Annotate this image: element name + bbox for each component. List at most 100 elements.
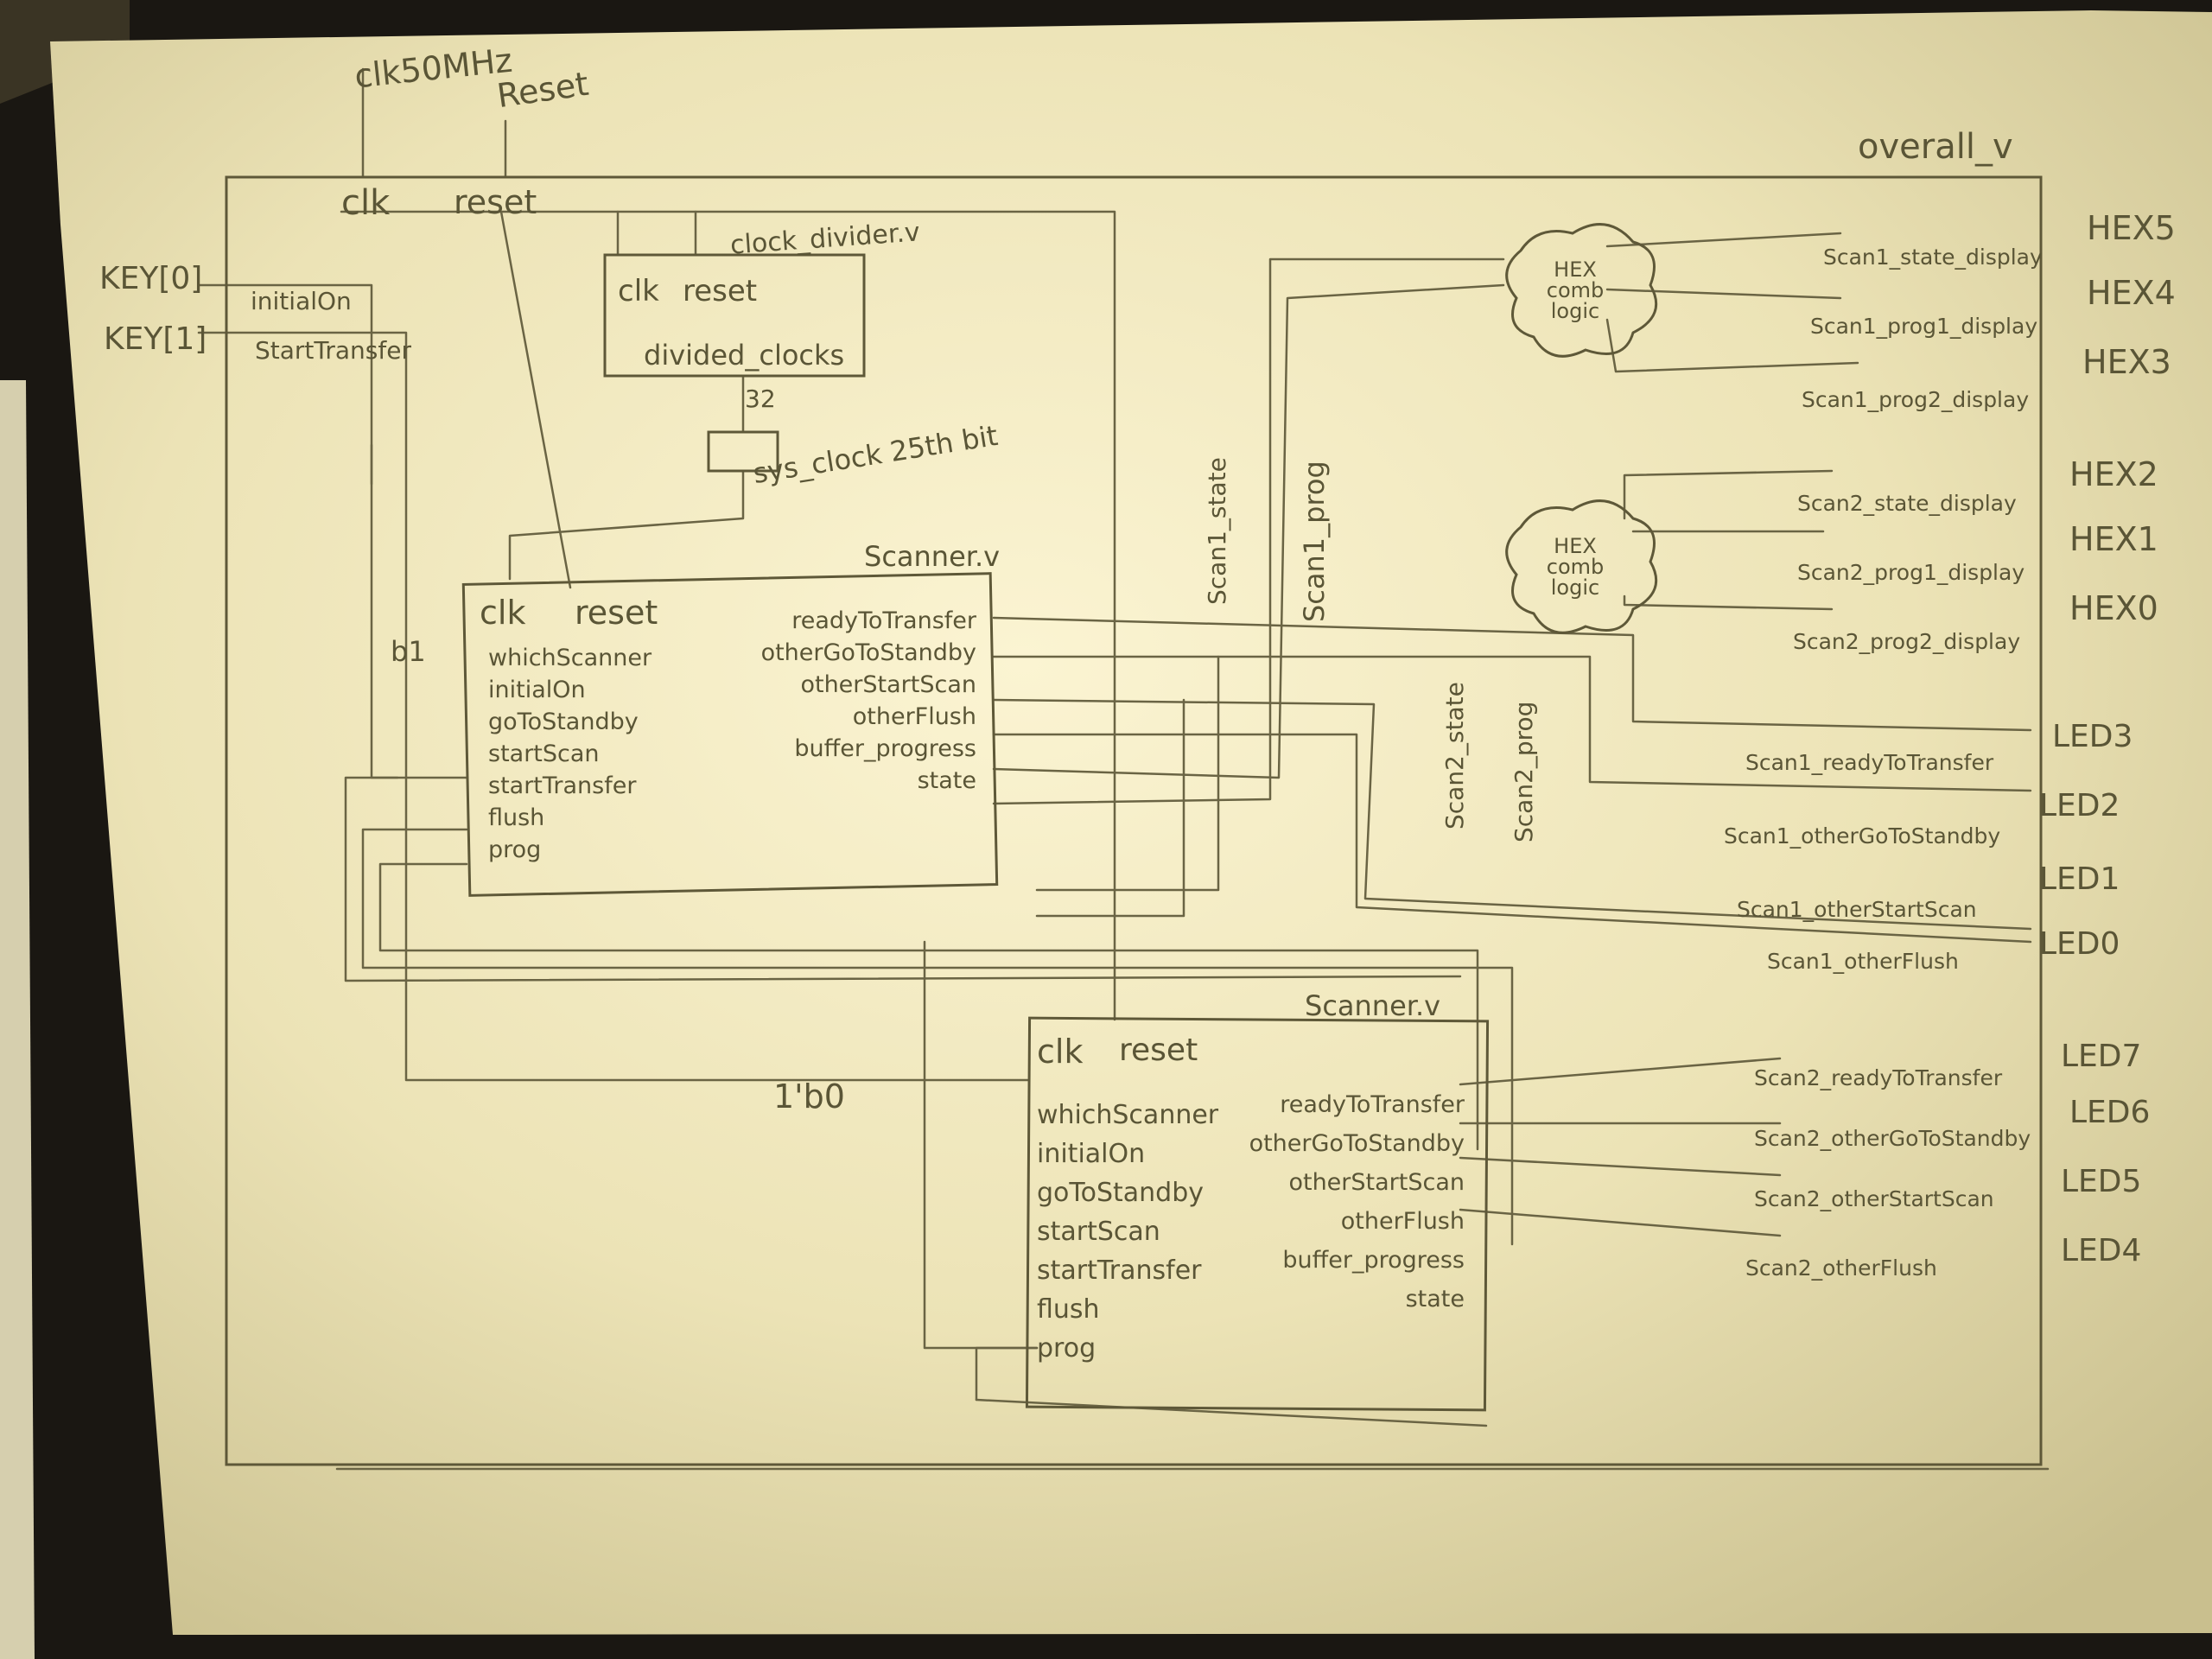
wire-3 <box>499 210 572 589</box>
wire-31 <box>361 828 1514 1246</box>
wire-2 <box>340 210 1116 1021</box>
wire-11 <box>992 616 2032 732</box>
scanner1-reset-port: reset <box>575 594 658 632</box>
scanner2-in-port-4: goToStandby <box>1037 1178 1205 1208</box>
led-signal-5: Scan2_otherGoToStandby <box>1754 1126 2031 1151</box>
scanner1-in-port-4: goToStandby <box>488 709 639 735</box>
wire-23 <box>1459 1057 1782 1086</box>
led-signal-7: Scan2_otherFlush <box>1745 1255 1937 1281</box>
wire-27 <box>975 1398 1488 1427</box>
wire-26 <box>1459 1208 1782 1237</box>
hex-logic-label-1: HEX comb logic <box>1546 257 1605 323</box>
led-signal-0: Scan1_readyToTransfer <box>1745 750 1994 775</box>
scanner1-in-port-6: startTransfer <box>488 772 637 799</box>
hex-output-3: HEX2 <box>2069 455 2158 493</box>
scanner1-in-port-7: flush <box>488 804 545 831</box>
scanner1-box <box>461 572 999 897</box>
scanner1-out-port-0: readyToTransfer <box>791 607 976 634</box>
hex-logic-label-2: HEX comb logic <box>1546 534 1605 600</box>
scanner1-in-port-8: prog <box>488 836 542 863</box>
scanner2-in-port-7: flush <box>1037 1294 1100 1325</box>
wire-20 <box>1623 469 1834 520</box>
key1-input-label: KEY[1] <box>104 321 207 357</box>
wire-18 <box>1605 288 1842 300</box>
scanner1-out-port-2: otherStartScan <box>800 671 976 698</box>
led-output-7: LED4 <box>2061 1233 2142 1268</box>
hex-signal-5: Scan2_prog2_display <box>1793 629 2021 654</box>
led-signal-3: Scan1_otherFlush <box>1767 949 1959 974</box>
wire-15 <box>992 283 1505 779</box>
led-output-1: LED2 <box>2039 788 2120 823</box>
wire-22 <box>1623 594 1834 611</box>
scanner1-out-port-1: otherGoToStandby <box>760 639 976 666</box>
wire-32 <box>378 862 1479 1151</box>
scanner1-whichscanner-value: b1 <box>391 635 426 668</box>
scanner2-out-port-1: otherGoToStandby <box>1249 1130 1465 1157</box>
scanner1-in-port-2: whichScanner <box>488 645 652 671</box>
hex-signal-4: Scan2_prog1_display <box>1797 560 2025 585</box>
wire-16 <box>992 257 1505 805</box>
wire-7 <box>197 331 1030 1082</box>
scanner1-in-port-3: initialOn <box>488 677 586 703</box>
hex-output-5: HEX0 <box>2069 589 2158 627</box>
wire-9 <box>508 469 745 581</box>
top-module-name: overall_v <box>1858 127 2013 167</box>
hex-logic-cloud-2 <box>1505 499 1658 634</box>
wire-14 <box>992 733 2032 944</box>
led-signal-2: Scan1_otherStartScan <box>1737 897 1977 922</box>
led-output-4: LED7 <box>2061 1039 2142 1074</box>
wire-34 <box>1035 655 1220 892</box>
bit-select-box <box>707 430 779 473</box>
wire-25 <box>1459 1156 1782 1177</box>
scanner2-in-port-5: startScan <box>1037 1217 1160 1247</box>
led-output-0: LED3 <box>2052 719 2133 754</box>
clock-divider-out-port: divided_clocks <box>644 339 845 372</box>
clock-divider-reset-port: reset <box>683 274 758 308</box>
scanner1-out-port-4: buffer_progress <box>794 735 976 762</box>
scanner2-out-port-3: otherFlush <box>1340 1208 1465 1235</box>
wire-17 <box>1605 232 1842 248</box>
hex-signal-3: Scan2_state_display <box>1797 491 2017 516</box>
scanner2-in-port-6: startTransfer <box>1037 1255 1202 1286</box>
top-starttransfer-port: StartTransfer <box>255 336 411 365</box>
wire-12 <box>992 655 2032 792</box>
wire-33 <box>923 940 1039 1350</box>
scan1-prog-bus-label: Scan1_prog <box>1298 461 1331 622</box>
led-output-5: LED6 <box>2069 1095 2151 1130</box>
led-signal-4: Scan2_readyToTransfer <box>1754 1065 2003 1090</box>
led-signal-6: Scan2_otherStartScan <box>1754 1186 1994 1211</box>
clock-divider-clk-port: clk <box>618 274 659 308</box>
hex-output-2: HEX3 <box>2082 343 2171 381</box>
top-clk-port: clk <box>341 183 391 223</box>
led-output-6: LED5 <box>2061 1164 2142 1199</box>
scan2-state-bus-label: Scan2_state <box>1440 682 1469 830</box>
scan2-prog-bus-label: Scan2_prog <box>1510 701 1538 842</box>
scanner2-whichscanner-value: 1'b0 <box>773 1077 845 1116</box>
scanner1-out-port-3: otherFlush <box>852 703 976 730</box>
scanner2-out-port-5: state <box>1405 1286 1465 1313</box>
scanner1-in-port-5: startScan <box>488 741 600 767</box>
led-output-3: LED0 <box>2039 926 2120 962</box>
scanner1-name: Scanner.v <box>864 540 1001 573</box>
scanner2-in-port-8: prog <box>1037 1333 1096 1363</box>
led-signal-1: Scan1_otherGoToStandby <box>1724 823 2001 849</box>
hex-signal-2: Scan1_prog2_display <box>1802 387 2030 412</box>
hex-signal-1: Scan1_prog1_display <box>1810 314 2038 339</box>
clock-divider-box <box>603 253 866 378</box>
scanner2-name: Scanner.v <box>1305 989 1441 1022</box>
top-module-box <box>225 175 2043 1466</box>
hex-logic-cloud-1 <box>1505 223 1658 358</box>
led-output-2: LED1 <box>2039 861 2120 897</box>
scanner2-out-port-4: buffer_progress <box>1282 1247 1465 1274</box>
scanner2-out-port-2: otherStartScan <box>1288 1169 1465 1196</box>
top-initialon-port: initialOn <box>251 287 352 315</box>
hex-output-0: HEX5 <box>2087 209 2176 247</box>
hex-output-1: HEX4 <box>2087 274 2176 312</box>
key0-input-label: KEY[0] <box>99 261 203 296</box>
scan1-state-bus-label: Scan1_state <box>1203 457 1231 605</box>
scanner2-box <box>1025 1016 1490 1412</box>
